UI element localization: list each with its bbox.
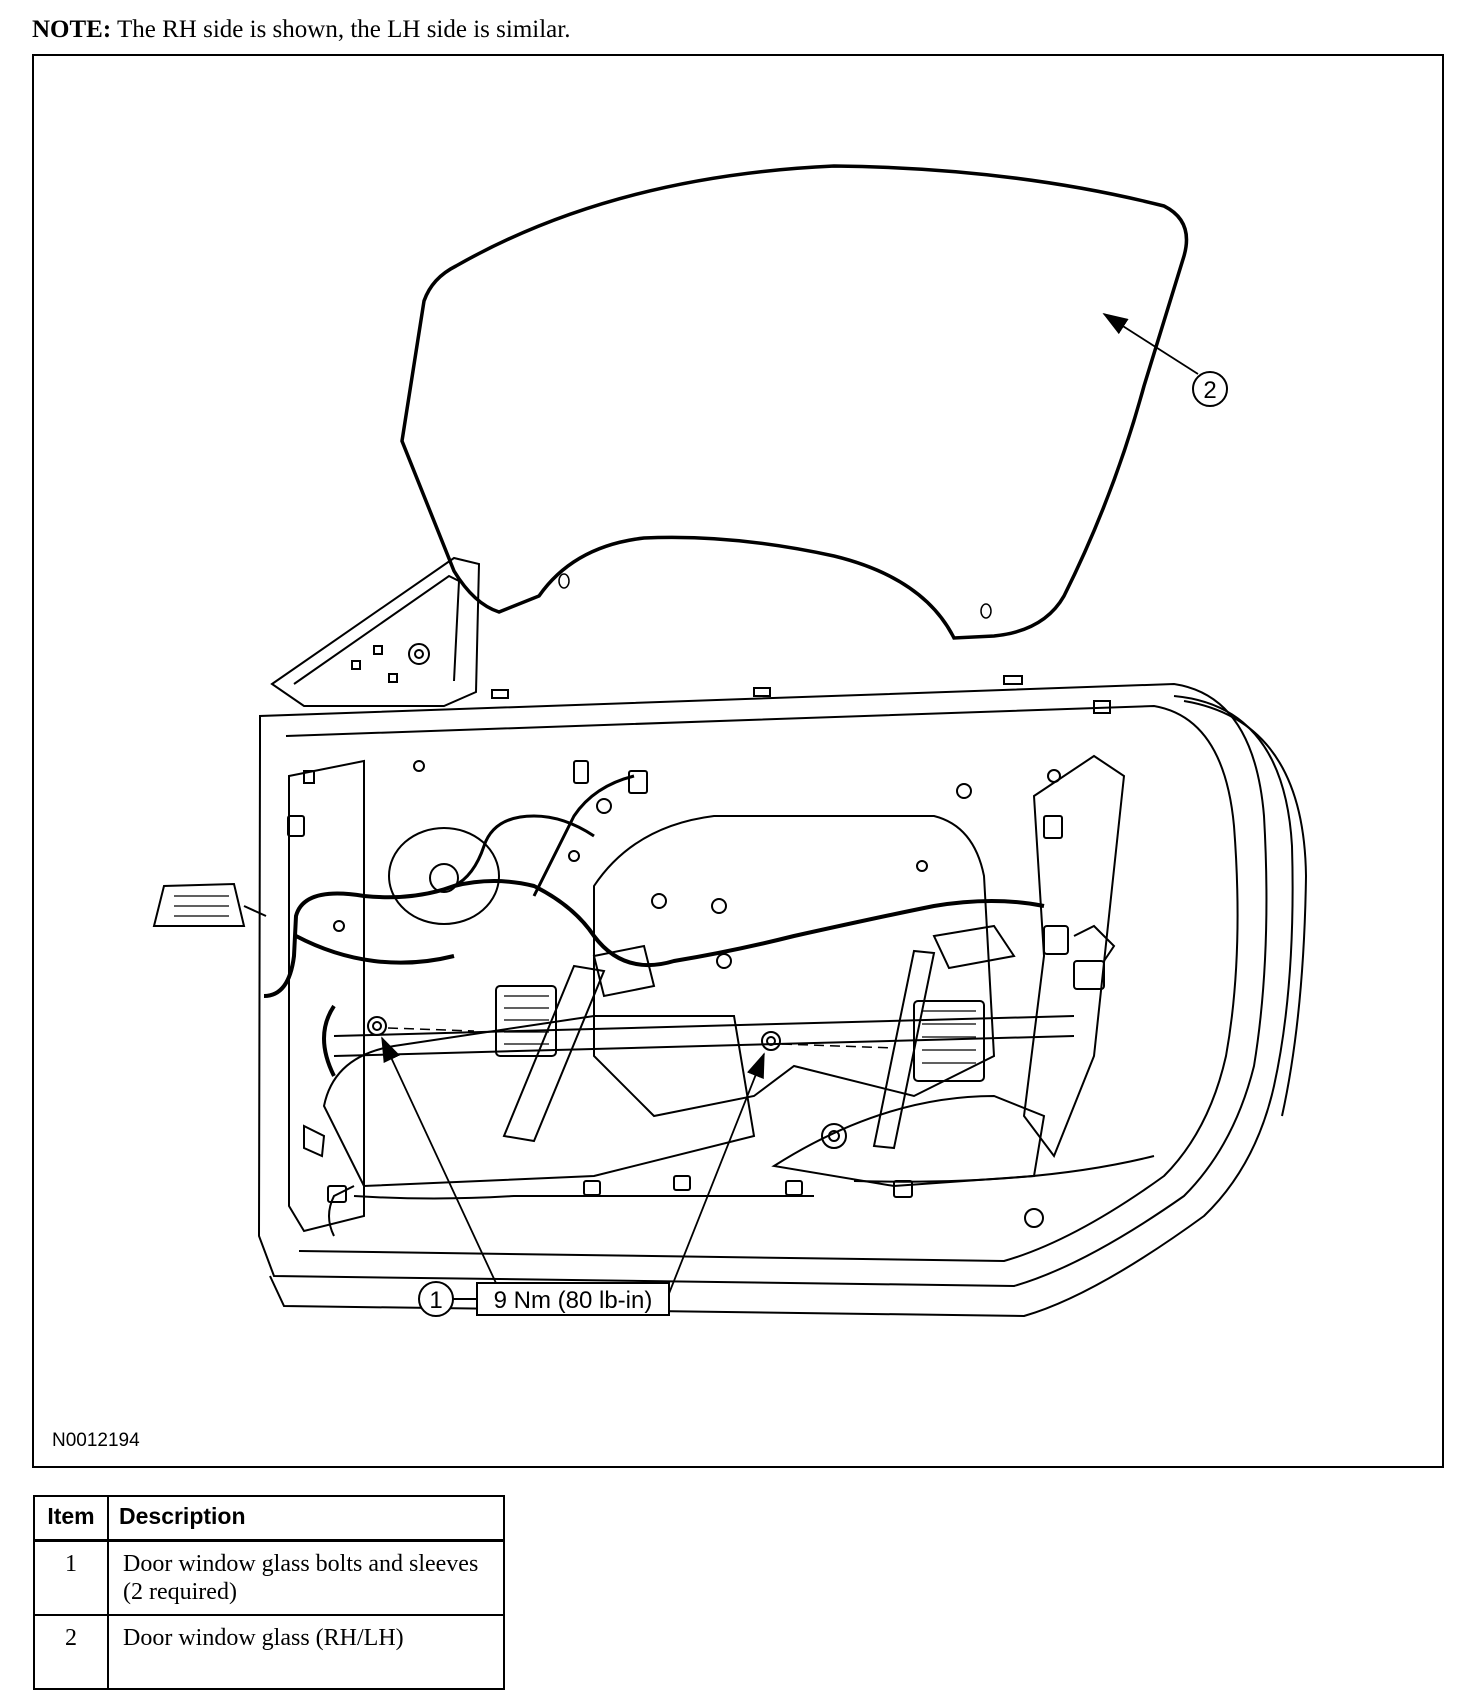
table-row: 1 Door window glass bolts and sleeves (2… xyxy=(33,1539,505,1616)
figure-frame: 2 1 9 Nm (80 lb-in) N0012194 xyxy=(32,54,1444,1468)
leader-item-1-front xyxy=(381,1036,503,1297)
table-row: 2 Door window glass (RH/LH) xyxy=(33,1614,505,1690)
note-text: The RH side is shown, the LH side is sim… xyxy=(117,16,571,43)
legend-header-description: Description xyxy=(107,1495,505,1542)
note: NOTE: The RH side is shown, the LH side … xyxy=(32,16,570,44)
legend-header-item: Item xyxy=(33,1495,109,1542)
legend-item-description: Door window glass bolts and sleeves (2 r… xyxy=(107,1539,505,1616)
glass-bolt-hole-rear xyxy=(980,603,992,619)
leader-item-2 xyxy=(1102,313,1199,375)
note-label: NOTE: xyxy=(32,16,112,43)
torque-box xyxy=(476,1282,670,1316)
bolt-front xyxy=(367,1016,475,1036)
legend-item-number: 1 xyxy=(33,1539,109,1616)
figure-id: N0012194 xyxy=(52,1430,140,1451)
bolt-rear xyxy=(761,1031,895,1051)
door-diagram: 2 1 9 Nm (80 lb-in) xyxy=(152,164,1308,1318)
callout-2-label: 2 xyxy=(1203,377,1216,404)
legend-table: Item Description 1 Door window glass bol… xyxy=(33,1495,505,1690)
door-inner-panel xyxy=(152,675,1308,1318)
legend-header-row: Item Description xyxy=(33,1495,505,1542)
callout-circle-2 xyxy=(1192,371,1228,407)
leader-item-1-rear xyxy=(667,1052,765,1297)
window-glass xyxy=(400,164,1189,640)
mirror-mount xyxy=(270,556,481,707)
callout-1-label: 1 xyxy=(429,1287,442,1314)
legend-item-description: Door window glass (RH/LH) xyxy=(107,1614,505,1690)
legend-item-number: 2 xyxy=(33,1614,109,1690)
torque-spec: 9 Nm (80 lb-in) xyxy=(494,1287,653,1314)
glass-bolt-hole-front xyxy=(558,573,570,589)
